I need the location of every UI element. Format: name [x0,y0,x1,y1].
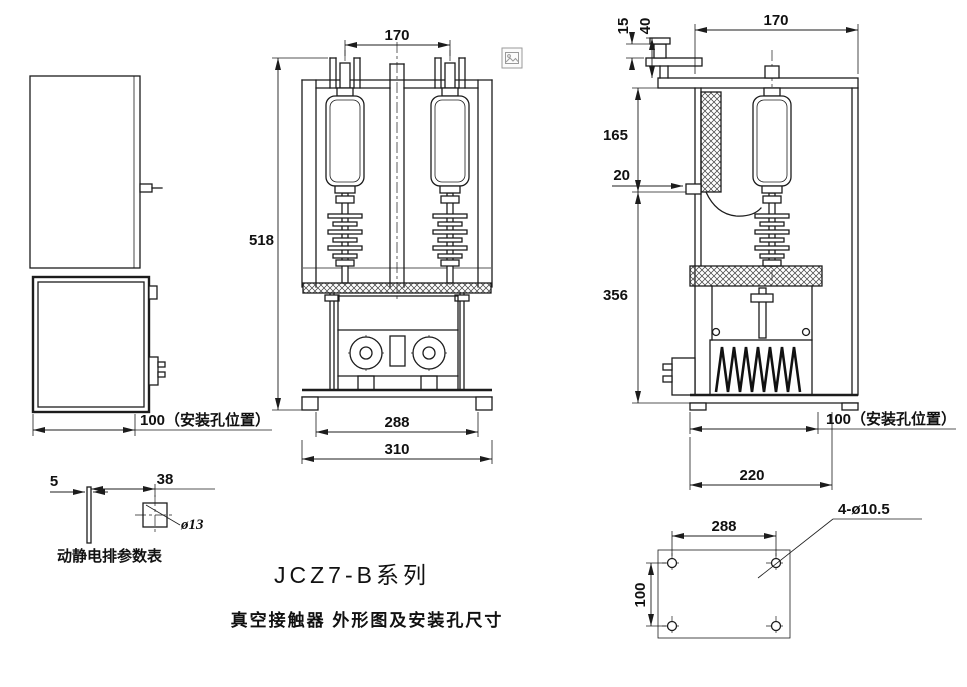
dim-mount-width: 288 [384,414,409,431]
busbar-detail-view: 5 38 ø13 动静电排参数表 [50,471,215,565]
mount-bracket [148,356,159,386]
top-plate [657,77,859,89]
mounting-hole [766,616,786,636]
mounting-hole-plan: 288 100 4-ø10.5 [632,501,922,639]
lower-busbar-tab [685,183,702,195]
dim-hole-pitch-y: 100 [632,582,649,607]
dim-lower-height: 356 [603,287,628,304]
terminal-knob [139,183,153,193]
dim-hole-pitch-x: 288 [711,518,736,535]
left-side-view: 100（安装孔位置） [29,75,272,436]
image-placeholder-icon [501,47,523,69]
mechanism-deck-side [689,265,823,287]
dim-left-mount-note: 100（安装孔位置） [140,411,270,429]
dim-side-width: 170 [763,12,788,29]
dim-depth: 220 [739,467,764,484]
dim-busbar-hole-offset: 38 [157,471,174,488]
title-block: JCZ7-B系列 真空接触器 外形图及安装孔尺寸 [231,562,504,630]
front-view: 170 518 288 310 [249,27,493,464]
cabinet-lower [31,275,151,414]
upper-busbar [645,57,703,67]
insulator-stack-right [432,213,468,267]
busbar-plate [86,486,92,544]
spring-mechanism [709,285,813,396]
dim-right-mount-note: 100（安装孔位置） [826,410,956,428]
dim-holes-callout: 4-ø10.5 [838,501,890,518]
side-mount-bracket [671,357,696,396]
busbar-detail-label: 动静电排参数表 [57,547,163,565]
terminal-right-pole [434,57,466,89]
vacuum-interrupter-right [430,87,470,284]
right-side-view: 15 40 170 165 20 356 [603,12,956,490]
operating-mechanism [337,295,459,391]
dim-busbar-offset: 20 [613,167,630,184]
dim-pole-pitch: 170 [384,27,409,44]
dim-top-offset-15: 15 [615,18,632,35]
series-title: JCZ7-B系列 [274,562,430,588]
vacuum-interrupter-left [325,87,365,284]
dim-busbar-hole-dia: ø13 [180,517,204,533]
mounting-hole [662,616,682,636]
terminal-left-pole [329,57,361,89]
flexible-connector [705,191,762,217]
vacuum-interrupter-side [752,50,792,285]
dim-height: 518 [249,232,274,249]
dim-top-offset-40: 40 [637,18,654,35]
mechanism-deck [302,282,492,294]
drawing-subtitle: 真空接触器 外形图及安装孔尺寸 [231,610,504,630]
dim-upper-height: 165 [603,127,628,144]
coil-spring [714,346,802,393]
dim-base-width: 310 [384,441,409,458]
insulator-stack-side [754,213,790,267]
insulating-column [700,91,722,193]
dim-busbar-thickness: 5 [50,473,58,490]
insulator-stack-left [327,213,363,267]
